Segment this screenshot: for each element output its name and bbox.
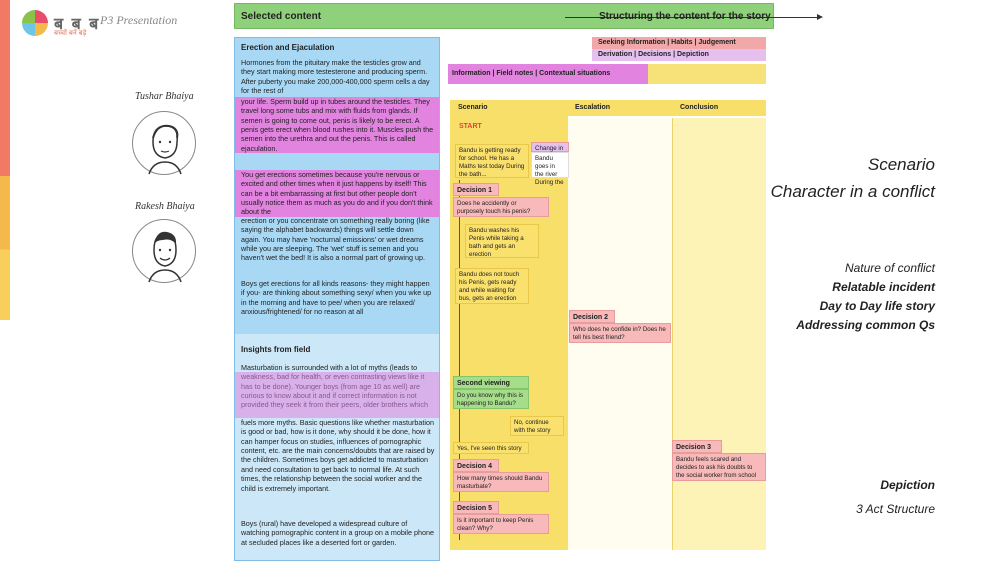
second-viewing-question: Do you know why this is happening to Ban…: [453, 389, 529, 409]
decision-1-label: Decision 1: [453, 183, 499, 196]
story-card-yes: Yes, I've seen this story: [453, 442, 529, 454]
paragraph-1a: Hormones from the pituitary make the tes…: [241, 58, 430, 96]
paragraph-4b: fuels more myths. Basic questions like w…: [241, 418, 435, 493]
right-line-relatable: Relatable incident: [832, 280, 935, 294]
right-line-common-qs: Addressing common Qs: [796, 318, 935, 332]
avatar-rakesh-icon: [132, 219, 196, 283]
right-line-nature: Nature of conflict: [844, 261, 935, 275]
flow-arrow-line: [565, 17, 820, 18]
story-card-option-b: Bandu does not touch his Penis, gets rea…: [455, 268, 529, 304]
content-column: Erection and Ejaculation Hormones from t…: [234, 37, 440, 561]
paragraph-4-highlight-band: [235, 372, 439, 418]
flow-arrow-icon: [817, 14, 823, 20]
decision-5-label: Decision 5: [453, 501, 499, 514]
story-flow-line: [459, 180, 460, 540]
decision-1-question: Does he accidently or purposely touch hi…: [453, 197, 549, 217]
paragraph-5: Boys (rural) have developed a widespread…: [241, 519, 434, 547]
right-line-depiction: Depiction: [880, 478, 935, 492]
paragraph-2a-highlight: You get erections sometimes because you'…: [235, 170, 439, 217]
conclusion-column: [672, 118, 766, 550]
person-name-tushar: Tushar Bhaiya: [135, 91, 194, 102]
right-line-3act: 3 Act Structure: [856, 502, 935, 516]
story-card-change-head: Change in: [531, 142, 569, 152]
flow-right-label: Structuring the content for the story: [599, 11, 771, 22]
accent-strip: [0, 0, 10, 320]
avatar-tushar-icon: [132, 111, 196, 175]
paragraph-1b-highlight: your life. Sperm build up in tubes aroun…: [235, 97, 439, 154]
decision-2-label: Decision 2: [569, 310, 615, 323]
right-line-daytoday: Day to Day life story: [819, 299, 935, 313]
decision-3-label: Decision 3: [672, 440, 722, 453]
right-title-character: Character in a conflict: [770, 182, 935, 201]
right-title-scenario: Scenario: [867, 155, 935, 174]
info-row-tail: [648, 64, 766, 84]
column-header-escalation: Escalation: [575, 104, 611, 111]
flow-bar: Selected content Structuring the content…: [234, 3, 823, 29]
decision-3-question: Bandu feels scared and decides to ask hi…: [672, 453, 766, 481]
decision-4-question: How many times should Bandu masturbate?: [453, 472, 549, 492]
tag-row-pink: Seeking Information | Habits | Judgement: [592, 37, 766, 49]
flow-left-label: Selected content: [241, 11, 322, 22]
story-card-intro: Bandu is getting ready for school. He ha…: [455, 144, 529, 178]
paragraph-3: Boys get erections for all kinds reasons…: [241, 279, 432, 317]
column-header-scenario: Scenario: [458, 104, 488, 111]
story-card-no: No, continue with the story: [510, 416, 564, 436]
decision-5-question: Is it important to keep Penis clean? Why…: [453, 514, 549, 534]
column-header-band: [450, 100, 766, 116]
section-title-insights: Insights from field: [241, 345, 311, 354]
brand-logo-icon: [22, 10, 48, 36]
story-card-change: Bandu goes in the river During the: [531, 152, 569, 186]
deck-title: P3 Presentation: [100, 13, 178, 27]
section-title-erection: Erection and Ejaculation: [241, 43, 335, 52]
tag-row-info: Information | Field notes | Contextual s…: [448, 64, 648, 84]
second-viewing-label: Second viewing: [453, 376, 529, 389]
person-name-rakesh: Rakesh Bhaiya: [135, 201, 195, 212]
tag-row-purple: Derivation | Decisions | Depiction: [592, 49, 766, 61]
column-header-conclusion: Conclusion: [680, 104, 719, 111]
story-start: START: [459, 123, 482, 130]
brand-name: ब ब ब: [54, 16, 101, 33]
story-card-option-a: Bandu washes his Penis while taking a ba…: [465, 224, 539, 258]
brand-tagline: बच्चों बनें बड़े: [54, 30, 87, 37]
paragraph-2b: erection or you concentrate on something…: [241, 216, 430, 263]
content-column-lower: [235, 334, 439, 560]
decision-2-question: Who does he confide in? Does he tell his…: [569, 323, 671, 343]
decision-4-label: Decision 4: [453, 459, 499, 472]
